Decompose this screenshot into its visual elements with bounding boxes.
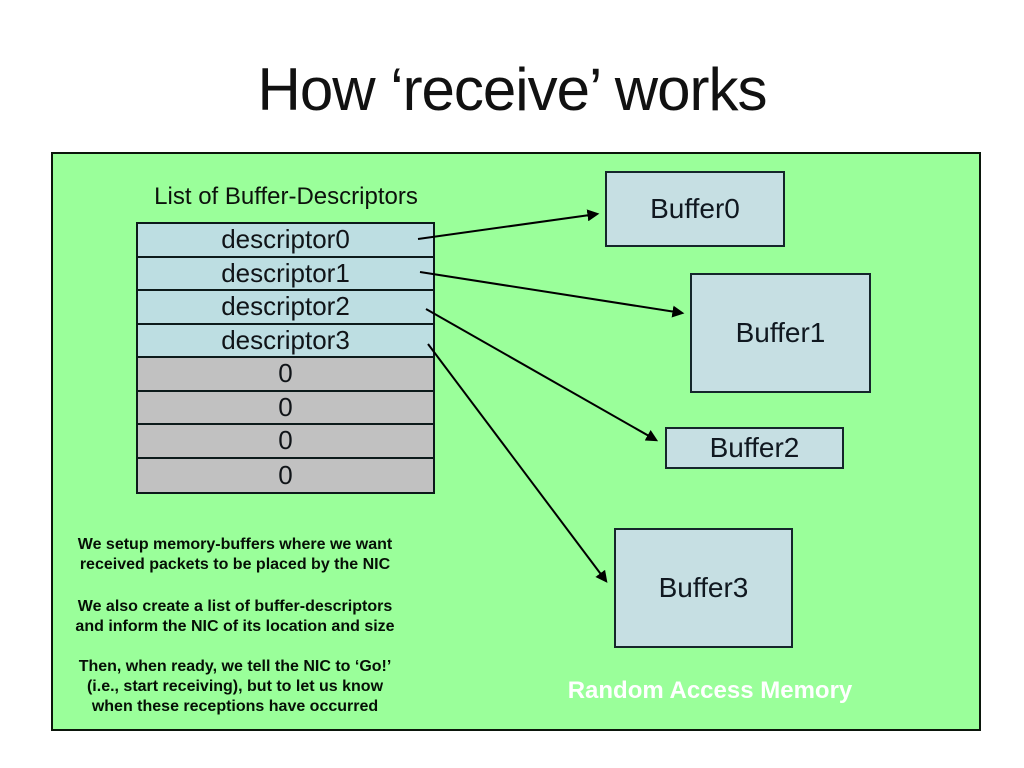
note-setup-memory-buffers: We setup memory-buffers where we want re… xyxy=(77,536,393,573)
buffer1-box: Buffer1 xyxy=(690,273,871,393)
table-row-empty-0: 0 xyxy=(138,358,433,392)
table-row-descriptor1: descriptor1 xyxy=(138,257,433,291)
random-access-memory-label: Random Access Memory xyxy=(567,677,853,704)
buffer3-box: Buffer3 xyxy=(614,528,793,648)
table-row-empty-1: 0 xyxy=(138,391,433,425)
descriptor-table: descriptor0 descriptor1 descriptor2 desc… xyxy=(136,222,435,494)
table-row-descriptor0: descriptor0 xyxy=(138,224,433,258)
note-tell-nic-go: Then, when ready, we tell the NIC to ‘Go… xyxy=(78,658,392,715)
buffer2-box: Buffer2 xyxy=(665,427,844,469)
note-create-descriptor-list: We also create a list of buffer-descript… xyxy=(75,598,395,635)
table-row-descriptor2: descriptor2 xyxy=(138,291,433,325)
table-row-empty-2: 0 xyxy=(138,425,433,459)
table-row-descriptor3: descriptor3 xyxy=(138,324,433,358)
list-of-buffer-descriptors-label: List of Buffer-Descriptors xyxy=(154,183,418,210)
table-row-empty-3: 0 xyxy=(138,458,433,492)
buffer0-box: Buffer0 xyxy=(605,171,785,247)
slide-title: How ‘receive’ works xyxy=(257,56,768,123)
